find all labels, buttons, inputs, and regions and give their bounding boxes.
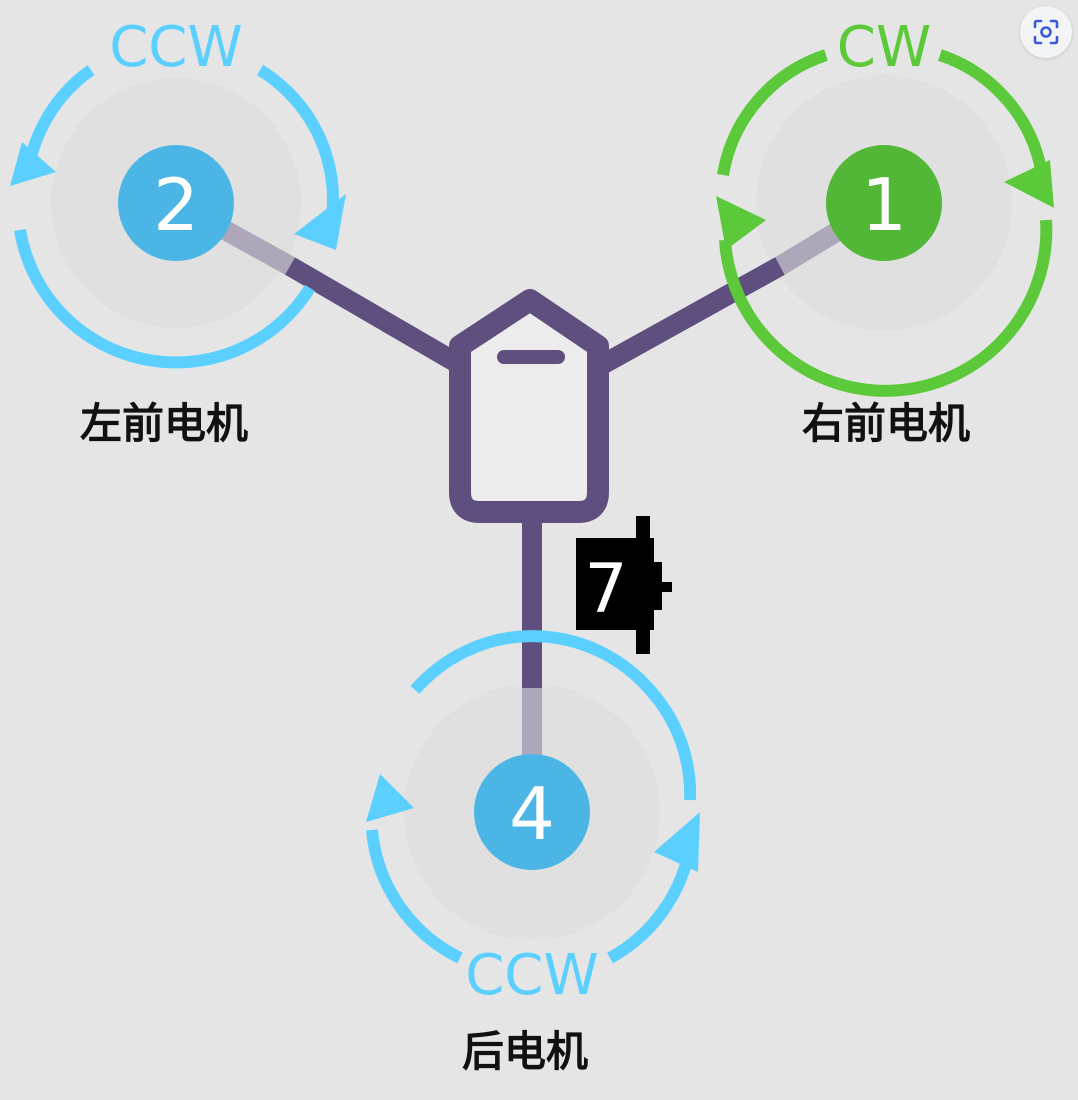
rotation-arrows-1 [717,49,1053,397]
motor-number-4: 4 [509,772,555,856]
motor-hub-2 [118,145,234,261]
flight-controller-body [449,289,609,523]
motor-hub-4 [474,754,590,870]
tail-servo: 7 [576,516,672,654]
arm-right [595,257,785,375]
scan-button[interactable] [1020,6,1072,58]
motor-label-4: 后电机 [462,1027,589,1076]
arm-left [284,257,468,375]
motor-hub-1 [826,145,942,261]
scan-icon [1033,19,1059,45]
motor-label-2: 左前电机 [80,399,249,448]
arrowheads-2 [10,142,346,250]
arrowheads-4 [366,774,700,872]
direction-label-1: CW [837,15,931,80]
motor-number-1: 1 [861,163,907,247]
servo-shaft [660,582,672,592]
servo-plate [636,516,650,654]
direction-label-2: CCW [109,15,243,80]
servo-tab [654,562,662,610]
arrowheads-1 [716,160,1054,250]
motor-label-1: 右前电机 [802,399,971,448]
servo-number: 7 [584,550,627,629]
motor-number-2: 2 [153,163,199,247]
direction-label-4: CCW [465,943,599,1008]
